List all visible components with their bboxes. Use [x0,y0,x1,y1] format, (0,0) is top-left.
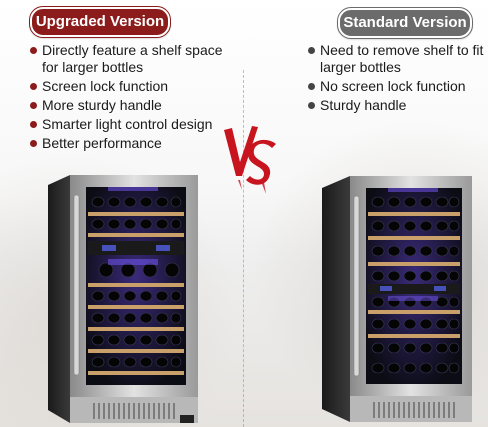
vs-graphic [224,126,276,194]
standard-feature-item: No screen lock function [308,78,488,95]
bullet-icon [308,83,315,90]
feature-text: More sturdy handle [42,97,162,113]
feature-text: Directly feature a shelf space for large… [42,42,223,75]
center-divider [243,70,244,427]
standard-wine-fridge-image [322,176,472,422]
feature-text: Better performance [42,135,162,151]
upgraded-version-badge: Upgraded Version [29,6,171,38]
upgraded-feature-item: Directly feature a shelf space for large… [30,42,240,76]
bullet-icon [30,121,37,128]
feature-text: Screen lock function [42,78,169,94]
upgraded-feature-item: Screen lock function [30,78,240,95]
upgraded-wine-fridge-image [48,175,198,423]
standard-feature-item: Need to remove shelf to fit larger bottl… [308,42,488,76]
feature-text: Smarter light control design [42,116,213,132]
bullet-icon [308,102,315,109]
bullet-icon [30,83,37,90]
upgraded-feature-item: More sturdy handle [30,97,240,114]
bullet-icon [30,102,37,109]
bullet-icon [308,47,315,54]
standard-feature-item: Sturdy handle [308,97,488,114]
bullet-icon [30,47,37,54]
upgraded-feature-list: Directly feature a shelf space for large… [30,42,240,154]
standard-version-badge: Standard Version [337,7,473,39]
vs-letter-s [246,139,276,185]
feature-text: No screen lock function [320,78,466,94]
upgraded-feature-item: Smarter light control design [30,116,240,133]
feature-text: Need to remove shelf to fit larger bottl… [320,42,484,75]
feature-text: Sturdy handle [320,97,407,113]
bullet-icon [30,140,37,147]
upgraded-feature-item: Better performance [30,135,240,152]
standard-feature-list: Need to remove shelf to fit larger bottl… [308,42,488,116]
vs-letter-v [224,126,258,176]
